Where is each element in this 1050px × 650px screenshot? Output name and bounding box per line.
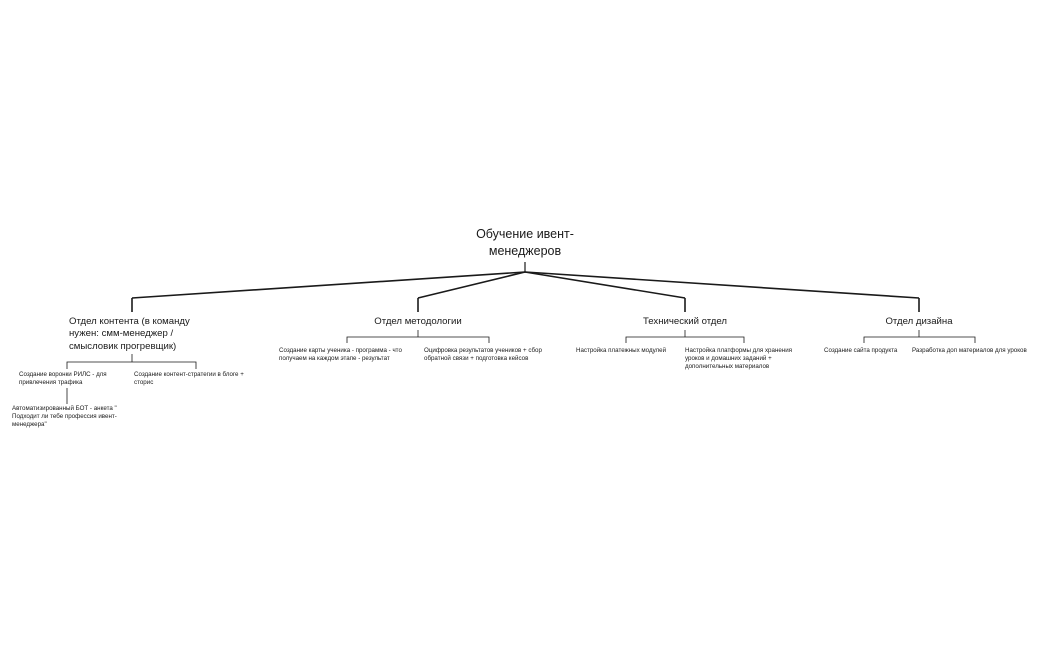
subtask-node-bot[interactable]: Автоматизированный БОТ - анкета " Подход… [12,405,117,429]
connector-root-dept-2 [524,271,686,299]
task-node-platform-setup[interactable]: Настройка платформы для хранения уроков … [685,347,793,371]
dept-node-content[interactable]: Отдел контента (в команду нужен: смм-мен… [69,316,190,352]
connector-root-dept-1 [417,271,526,299]
task-node-content-strategy[interactable]: Создание контент-стратегии в блоге + сто… [134,371,244,387]
connector-dept-0-tasks [66,361,197,369]
connector-dept-2-tasks [625,336,745,343]
task-node-reels-funnel[interactable]: Создание воронки РИЛС - для привлечения … [19,371,107,387]
connector-dept-3-tasks [863,336,976,343]
dept-node-design[interactable]: Отдел дизайна [885,316,953,327]
task-node-student-map[interactable]: Создание карты ученика - программа - что… [279,347,402,363]
connector-dept-1-tasks [346,336,490,343]
connector-root-dept-3 [524,271,920,299]
connector-root-dept-0 [131,271,526,299]
task-node-extra-materials[interactable]: Разработка доп материалов для уроков [912,347,1027,354]
dept-node-methodology[interactable]: Отдел методологии [374,316,462,327]
task-node-results-digitization[interactable]: Оцифровка результатов учеников + сбор об… [424,347,542,363]
root-node[interactable]: Обучение ивент-менеджеров [476,227,574,258]
task-node-payment-modules[interactable]: Настройка платежных модулей [576,347,667,354]
task-node-product-site[interactable]: Создание сайта продукта [824,347,898,354]
dept-node-technical[interactable]: Технический отдел [642,316,728,327]
